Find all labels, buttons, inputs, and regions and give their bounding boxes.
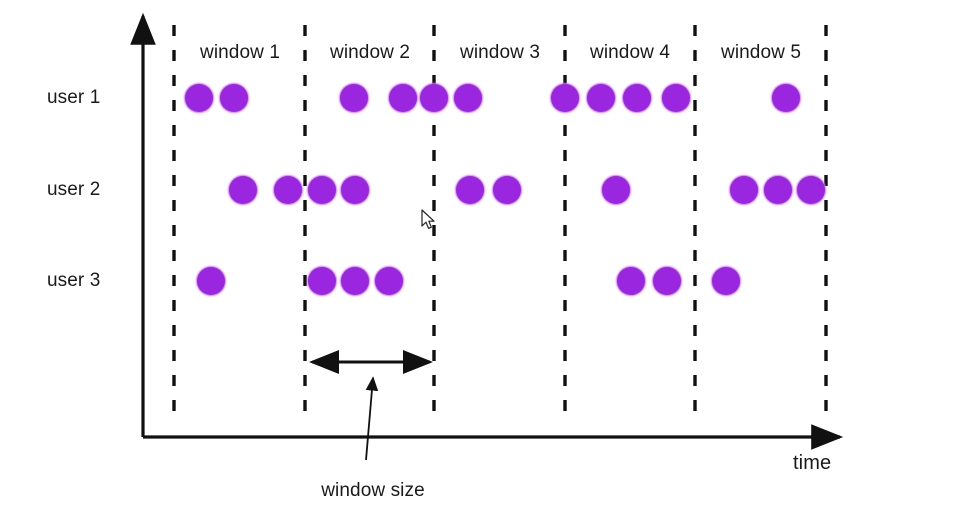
event-dot-user1-5	[420, 84, 448, 112]
event-dot-user1-2	[220, 84, 248, 112]
event-dot-user3-1	[197, 267, 225, 295]
event-dot-user2-4	[341, 176, 369, 204]
user-label-2: user 2	[47, 179, 101, 200]
event-dot-user1-1	[185, 84, 213, 112]
event-dot-user2-8	[730, 176, 758, 204]
window-label-4: window 4	[589, 42, 671, 63]
window-label-5: window 5	[720, 42, 802, 63]
event-dot-user3-2	[308, 267, 336, 295]
event-dot-user2-5	[456, 176, 484, 204]
event-dot-user2-9	[764, 176, 792, 204]
event-dot-user1-6	[454, 84, 482, 112]
window-size-leader-line	[365, 376, 379, 461]
event-dot-user3-3	[341, 267, 369, 295]
event-dot-user1-10	[662, 84, 690, 112]
event-dot-user3-6	[653, 267, 681, 295]
event-dot-user2-2	[274, 176, 302, 204]
event-dot-user1-11	[772, 84, 800, 112]
window-size-label: window size	[321, 480, 425, 501]
event-dot-user2-7	[602, 176, 630, 204]
event-dot-user2-10	[797, 176, 825, 204]
event-dot-user1-9	[623, 84, 651, 112]
window-label-2: window 2	[329, 42, 411, 63]
event-dot-user2-1	[229, 176, 257, 204]
event-dot-user3-4	[375, 267, 403, 295]
event-dot-user3-5	[617, 267, 645, 295]
axes-group	[130, 12, 844, 450]
event-dot-user1-7	[551, 84, 579, 112]
window-boundaries-group	[172, 25, 828, 412]
event-dot-user1-4	[389, 84, 417, 112]
window-label-1: window 1	[199, 42, 281, 63]
user-label-1: user 1	[47, 87, 101, 108]
event-dot-user3-7	[712, 267, 740, 295]
event-dot-user2-3	[308, 176, 336, 204]
window-label-3: window 3	[459, 42, 541, 63]
user-label-3: user 3	[47, 270, 101, 291]
event-dot-user1-8	[587, 84, 615, 112]
event-dot-user2-6	[493, 176, 521, 204]
x-axis-label: time	[793, 452, 832, 474]
window-size-annotation-group	[309, 350, 433, 461]
event-dot-user1-3	[340, 84, 368, 112]
